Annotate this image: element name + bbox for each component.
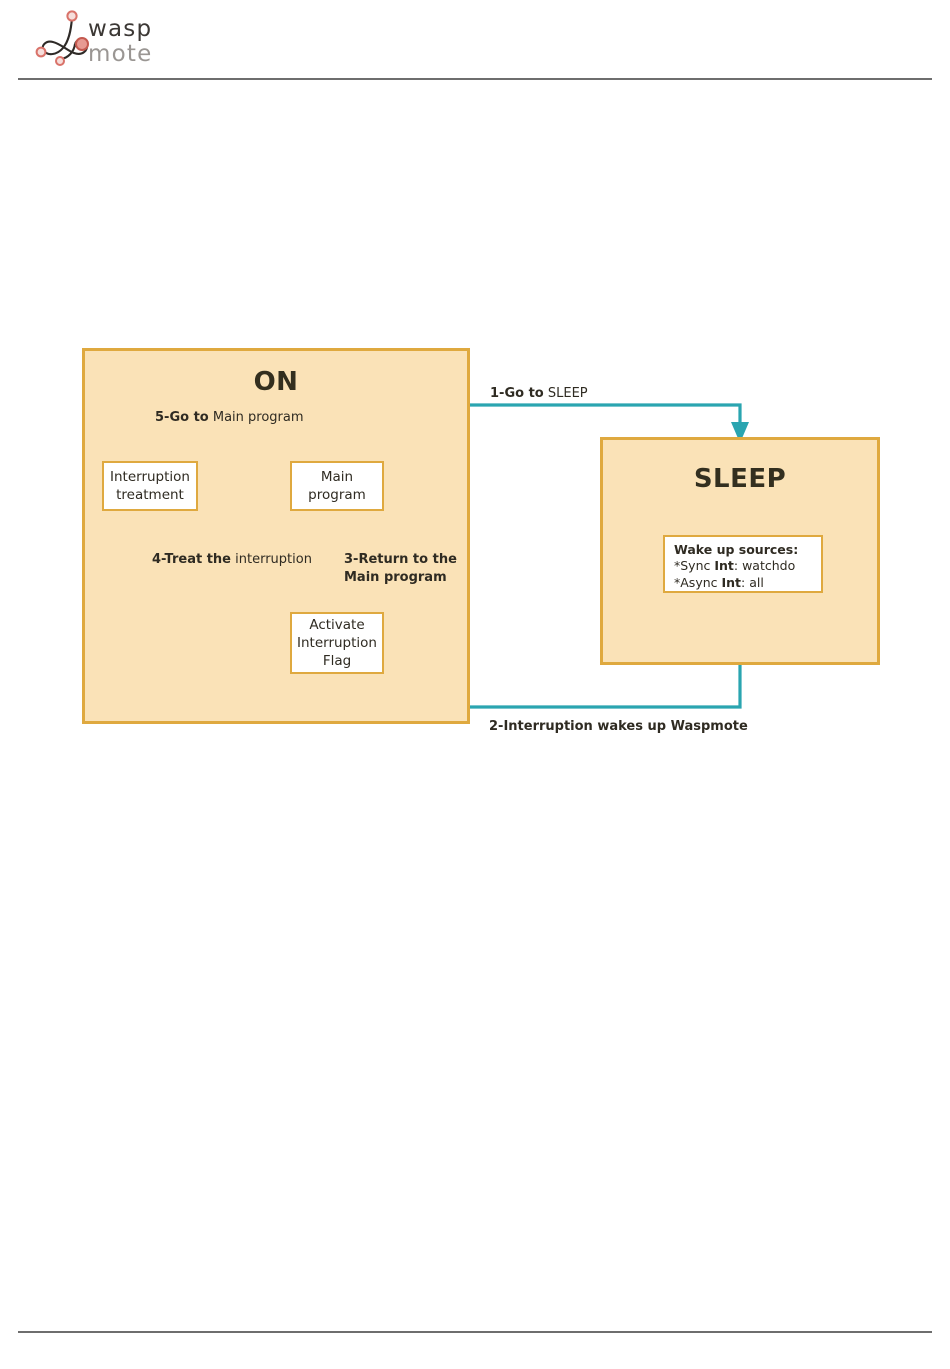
wake-up-sources-title: Wake up sources: [674,542,821,558]
edge-label-go-to-main-rest: Main program [212,410,304,425]
edge-label-go-to-main-program: 5-Go to Main program [155,409,304,427]
node-interruption-treatment[interactable]: Interruption treatment [102,461,198,511]
arrowhead-to-sleep [731,422,749,443]
logo-text-mote: mote [88,41,152,67]
state-box-on[interactable]: ON [82,348,470,724]
sync-suffix: : watchdo [733,558,796,574]
async-suffix: : all [741,574,764,590]
wake-up-sources-title-text: Wake up sources: [674,542,799,557]
sync-prefix: *Sync [674,558,715,574]
edge-label-treat-the-interruption: 4-Treat the interruption [152,551,312,569]
wake-up-sources-box: Wake up sources: *Sync Int: watchdo *Asy… [663,535,823,593]
edge-label-go-to-sleep-rest: SLEEP [547,386,588,401]
header-divider [18,78,932,80]
edge-label-treat-rest: interruption [235,552,312,567]
edge-label-return-line-2: Main program [344,569,447,585]
node-line-1: Main [320,468,354,485]
page-header: wasp mote [0,0,950,86]
node-line-2: treatment [116,487,184,503]
state-title-on: ON [253,367,299,397]
edge-label-wakes-text: 2-Interruption wakes up Waspmote [489,719,748,734]
edge-label-treat-bold: 4-Treat the [152,552,231,567]
node-line-1: Activate [309,616,365,633]
node-line-2: Interruption [297,634,377,651]
waspmote-logo: wasp mote [30,8,180,70]
async-prefix: *Async [674,574,722,590]
edge-label-return-to-main-program: 3-Return to the Main program [344,551,457,587]
logo-text-wasp: wasp [88,16,152,42]
node-line-1: Interruption [110,468,190,485]
wake-up-sources-sync: *Sync Int: watchdo [674,558,821,574]
footer-divider [18,1331,932,1333]
edge-label-return-line-1: 3-Return to the [344,552,457,567]
node-activate-interruption-flag[interactable]: Activate Interruption Flag [290,612,384,674]
wake-up-sources-async: *Async Int: all [674,575,821,591]
edge-label-go-to-sleep-bold: 1-Go to [490,386,544,401]
node-main-program[interactable]: Main program [290,461,384,511]
sync-int-bold: Int [714,558,734,574]
node-line-2: program [308,487,366,503]
async-int-bold: Int [721,574,742,590]
edge-label-go-to-main-bold: 5-Go to [155,410,209,425]
edge-label-go-to-sleep: 1-Go to SLEEP [490,385,588,403]
edge-label-interruption-wakes-up-waspmote: 2-Interruption wakes up Waspmote [489,718,748,736]
node-line-3: Flag [322,653,352,670]
state-title-sleep: SLEEP [693,464,787,494]
